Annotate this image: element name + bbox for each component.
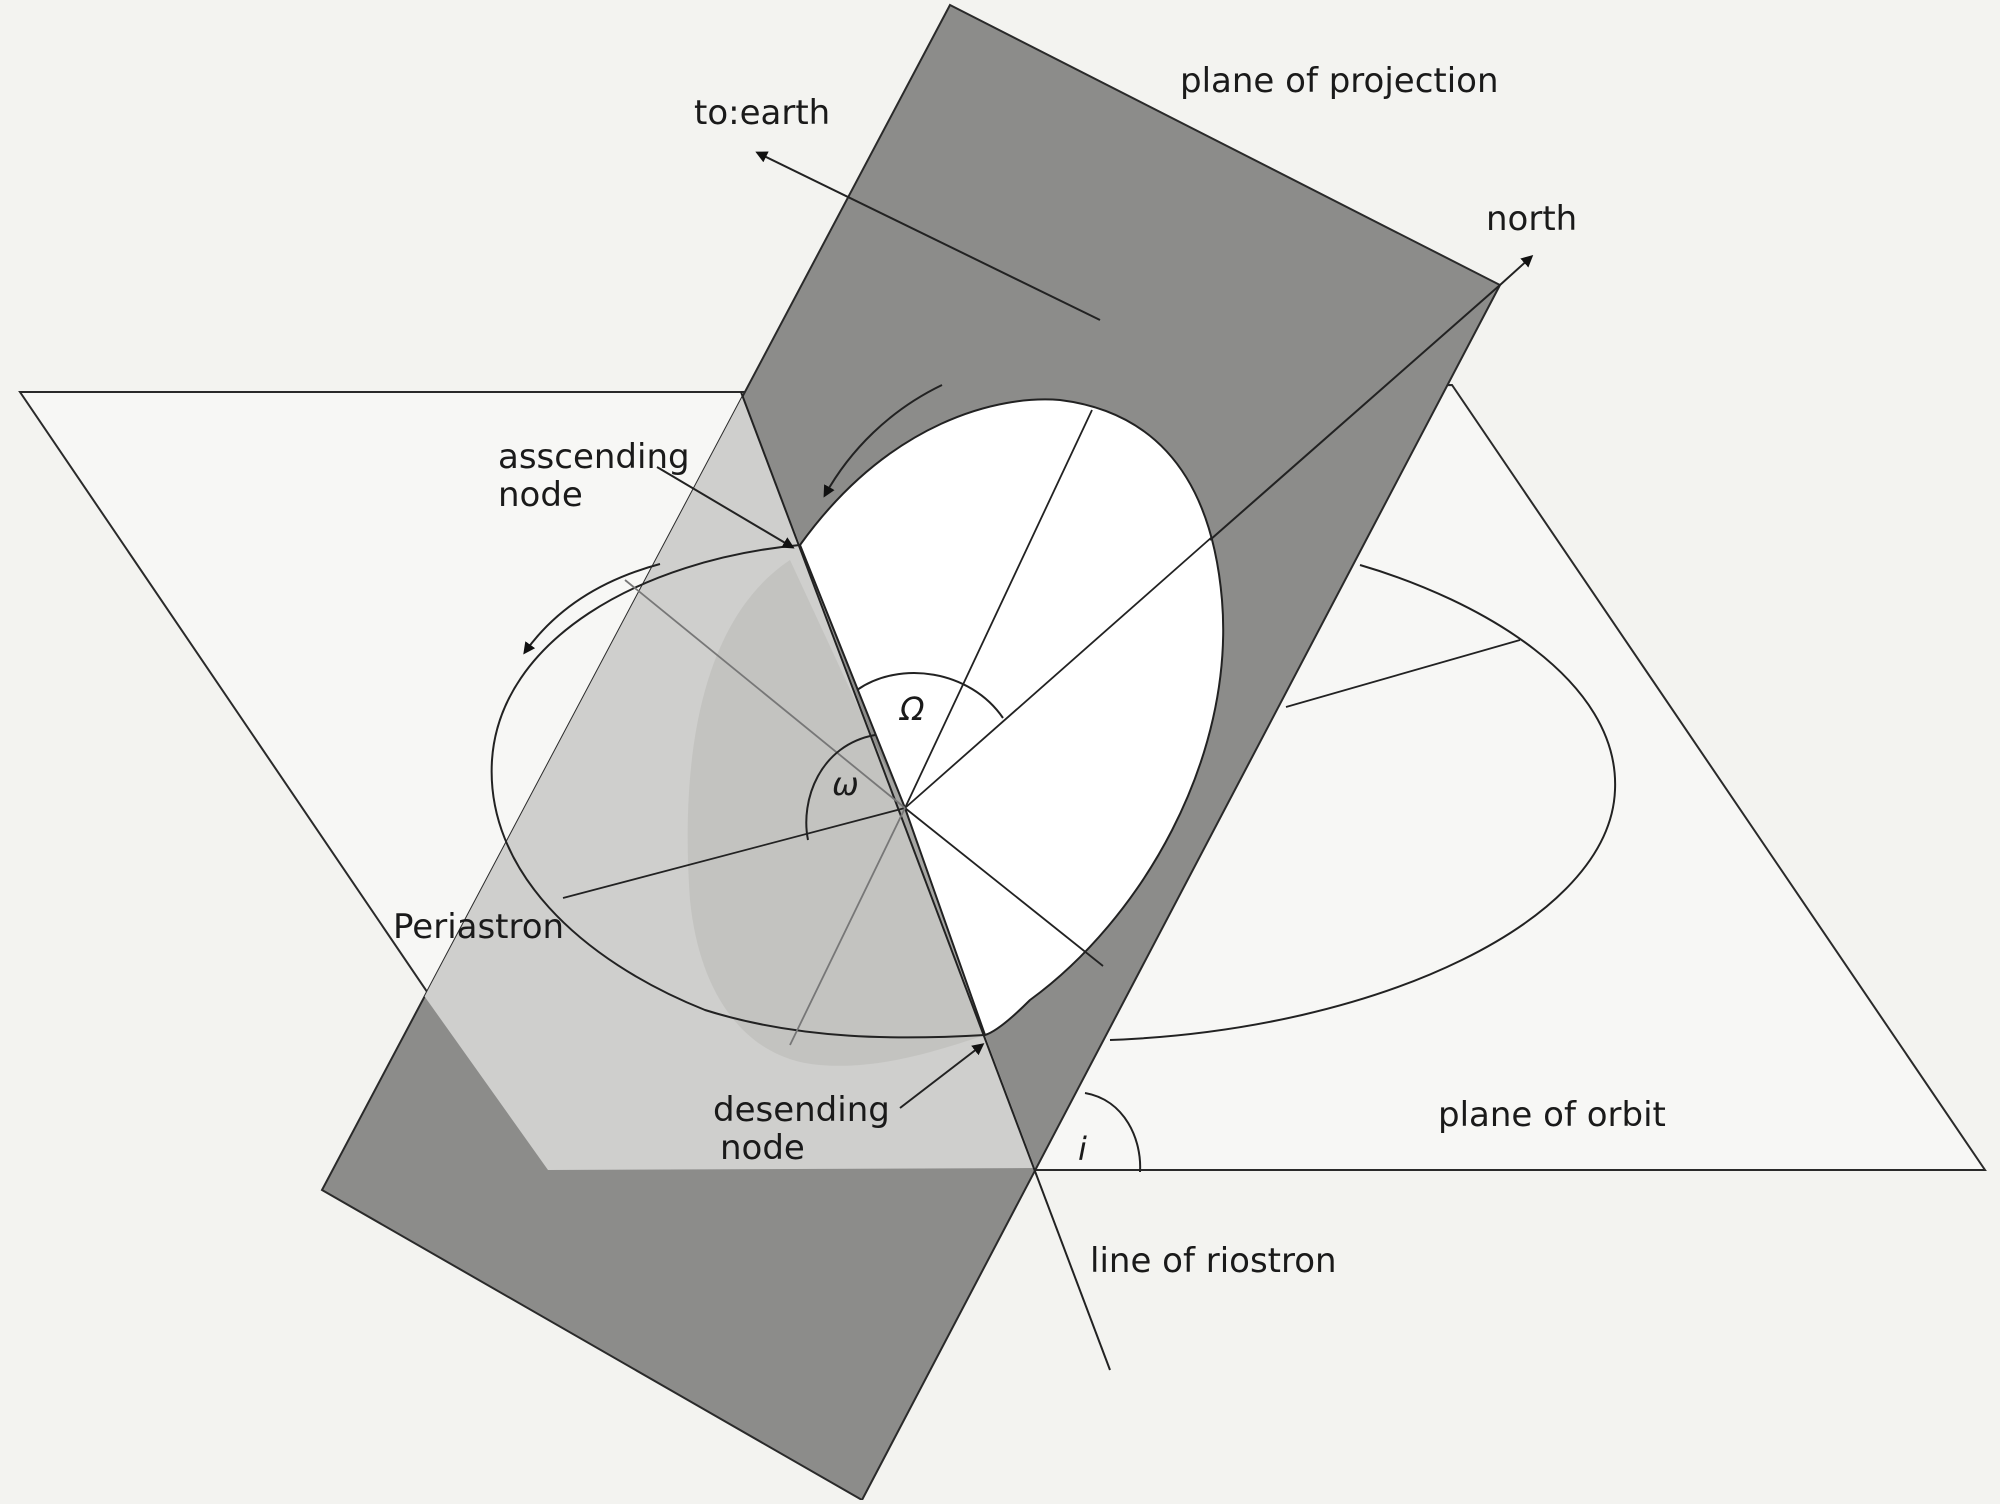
north-arrow (1499, 254, 1534, 286)
big-omega-symbol: Ω (898, 690, 925, 728)
to-earth-arrow (755, 151, 1101, 321)
descending-node-label-line2: node (720, 1128, 805, 1168)
projection-rotation-arrow (823, 384, 943, 498)
ascending-node-label-line2: node (498, 475, 583, 515)
small-omega-arc (805, 734, 876, 841)
inclination-arc (1084, 1092, 1142, 1173)
inclination-symbol: i (1078, 1130, 1087, 1168)
ascending-node-label-line1: asscending (498, 437, 690, 477)
periastron-label: Periastron (393, 907, 564, 947)
plane-of-orbit-label: plane of orbit (1438, 1095, 1666, 1135)
small-omega-symbol: ω (832, 765, 859, 803)
line-of-nodes (740, 391, 1111, 1371)
orbit-rotation-arrow (523, 563, 661, 655)
line-of-nodes-label: line of riostron (1090, 1241, 1337, 1281)
orbit-shadow (687, 560, 985, 1066)
radial-lines (562, 409, 1521, 1046)
ascending-node-pointer (656, 466, 795, 549)
descending-node-label-line1: desending (713, 1090, 890, 1130)
north-edge-line (1209, 284, 1501, 541)
projected-orbit-window (798, 398, 1225, 1037)
to-earth-label: to:earth (694, 93, 830, 133)
descending-node-pointer (899, 1043, 985, 1109)
orbit-ellipse-right (1109, 564, 1617, 1041)
plane-of-projection-label: plane of projection (1180, 61, 1499, 101)
north-label: north (1486, 199, 1577, 239)
orbit-ellipse-left (490, 544, 986, 1039)
big-omega-arc (856, 672, 1004, 719)
